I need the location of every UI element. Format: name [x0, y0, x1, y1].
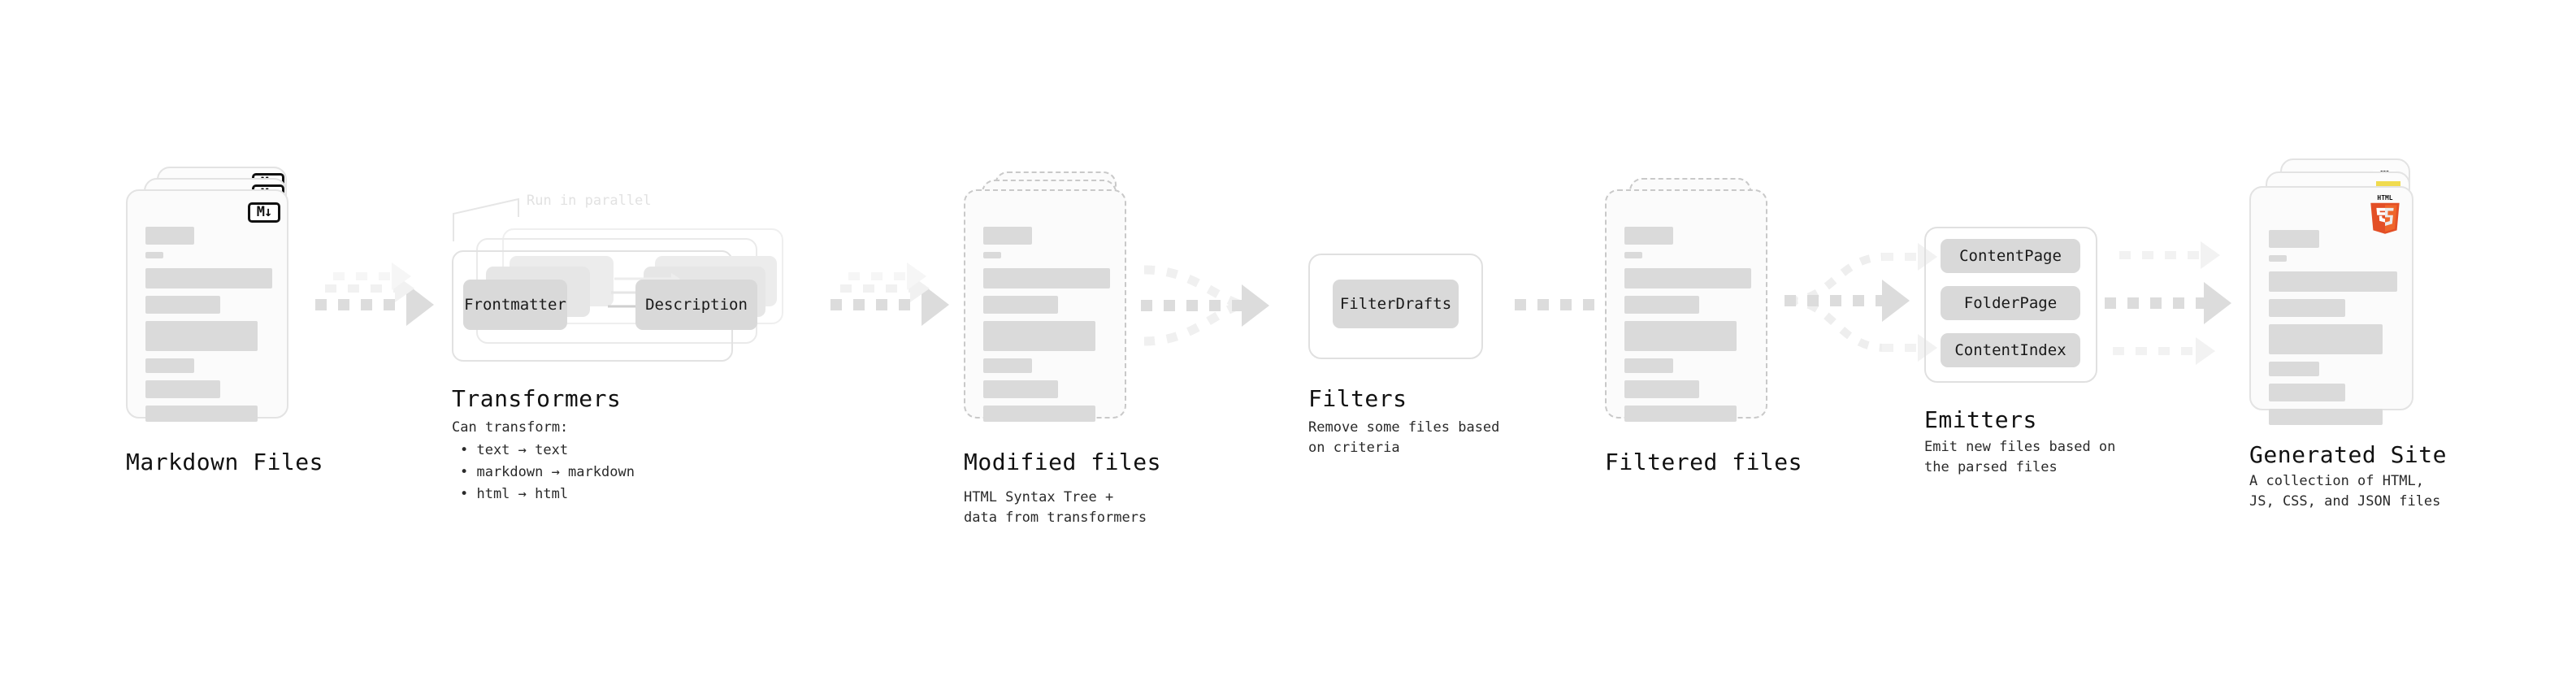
emitters-title: Emitters — [1924, 406, 2037, 433]
transformer-chip-description[interactable]: Description — [635, 280, 757, 330]
emitters-chip-contentpage[interactable]: ContentPage — [1941, 239, 2080, 273]
markdown-files-title: Markdown Files — [126, 449, 324, 475]
transformers-bullet-0: • text → text — [460, 442, 569, 458]
emitters-chip-folderpage[interactable]: FolderPage — [1941, 286, 2080, 320]
modified-files-title: Modified files — [964, 449, 1162, 475]
transformers-bullets: • text → text • markdown → markdown • ht… — [460, 440, 635, 505]
filtered-file-card-front — [1605, 189, 1767, 422]
filtered-files-title: Filtered files — [1605, 449, 1803, 475]
filters-group — [1308, 254, 1483, 359]
transformers-description: Can transform: — [452, 419, 569, 436]
svg-text:HTML: HTML — [2377, 194, 2392, 202]
markdown-files-stack: M↓ M↓ M↓ — [126, 167, 301, 422]
modified-files-description: HTML Syntax Tree + data from transformer… — [964, 489, 1147, 526]
file-content-lines — [983, 227, 1110, 429]
filters-title: Filters — [1308, 385, 1407, 412]
file-content-lines — [2269, 230, 2397, 432]
filters-chip-filterdrafts[interactable]: FilterDrafts — [1333, 280, 1459, 328]
emitters-description: Emit new files based on the parsed files — [1924, 439, 2116, 475]
modified-files-stack — [964, 167, 1138, 422]
generated-site-description: A collection of HTML, JS, CSS, and JSON … — [2249, 473, 2441, 510]
html5-badge: HTML — [2370, 194, 2400, 234]
filtered-files-stack — [1605, 167, 1780, 422]
file-content-lines — [1624, 227, 1751, 429]
modified-file-card-front — [964, 189, 1126, 422]
generated-site-stack: CSS HTML — [2249, 158, 2436, 427]
run-in-parallel-bracket — [453, 197, 519, 241]
transformers-bullet-1: • markdown → markdown — [460, 464, 635, 480]
markdown-file-card-front: M↓ — [126, 189, 288, 422]
emitters-chip-contentindex[interactable]: ContentIndex — [1941, 333, 2080, 367]
generated-site-title: Generated Site — [2249, 441, 2448, 468]
generated-file-card-front: HTML — [2249, 186, 2413, 425]
transformers-bullet-2: • html → html — [460, 486, 569, 502]
file-content-lines — [145, 227, 272, 429]
run-in-parallel-label: Run in parallel — [527, 193, 652, 209]
transformer-chip-frontmatter[interactable]: Frontmatter — [463, 280, 567, 330]
emitters-group — [1924, 227, 2097, 383]
transformers-title: Transformers — [452, 385, 622, 412]
filters-description: Remove some files based on criteria — [1308, 419, 1500, 456]
markdown-badge-front: M↓ — [248, 202, 280, 223]
